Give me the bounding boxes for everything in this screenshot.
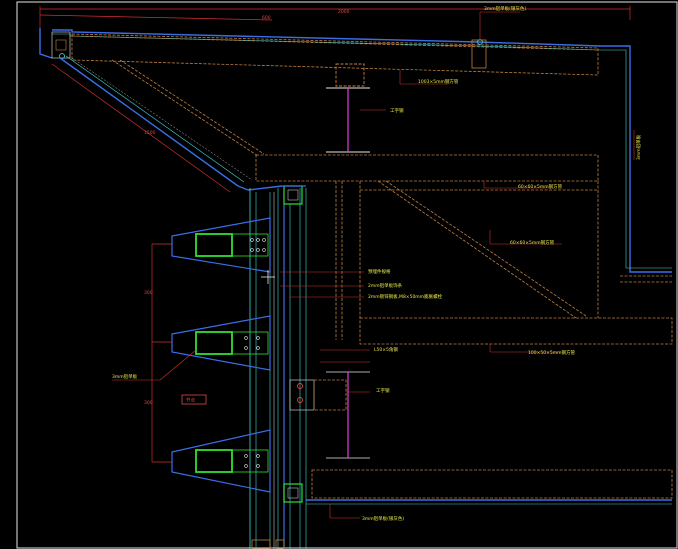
upper-ibeam [326, 63, 370, 153]
right-vertical-note: 3mm铝单板 [635, 134, 642, 160]
sloped-strut [111, 59, 265, 157]
truss-top-note: 60×60×5mm钢方管 [518, 183, 563, 190]
mid-note-2: 工字钢 [376, 387, 390, 394]
ibeam-note: 工字钢 [390, 107, 404, 114]
bottom-clip [283, 483, 303, 503]
cursor-crosshair-icon [261, 270, 275, 284]
mid-connector [289, 371, 370, 459]
dim-slope: 1500 [144, 130, 156, 136]
embed-note-3: 2mm镀锌钢板,M8×50mm膨胀螺栓 [368, 293, 443, 300]
left-note: 3mm铝单板 [112, 373, 138, 380]
red-tag: 节点 [186, 398, 195, 404]
bracket-1 [171, 217, 271, 273]
dim-top-2: 2000 [338, 9, 350, 15]
bracket-2 [171, 315, 271, 371]
truss-diag-note: 60×60×5mm钢方管 [510, 239, 555, 246]
embed-note-1: 预埋件规格 [368, 268, 391, 275]
dim-left-2: 300 [144, 400, 153, 406]
beam-note: 1003×5mm钢方管 [418, 78, 459, 85]
dim-top-1: 600 [262, 15, 271, 21]
sloped-soffit [59, 55, 283, 191]
dim-left-1: 300 [144, 290, 153, 296]
top-dimensions [39, 6, 631, 28]
column-head-bracket [282, 185, 306, 205]
truss-web [335, 180, 599, 340]
fascia-corner [51, 31, 71, 59]
bracket-3 [171, 429, 271, 493]
left-dimensions [151, 243, 172, 463]
embed-note-2: 2mm铝单板饰条 [368, 282, 403, 289]
truss-top-chord [255, 154, 599, 182]
top-box-beam [71, 33, 599, 76]
drawing-frame [16, 1, 678, 549]
slope-dimension [51, 63, 231, 193]
lower-beam [359, 275, 673, 345]
top-note: 3mm铝单板(银灰色) [484, 5, 526, 12]
roof-panel [39, 28, 672, 273]
mid-note-1: L50×5角钢 [374, 346, 398, 353]
leader-lines [280, 11, 635, 519]
column-foot [251, 539, 285, 549]
bottom-note: 3mm铝单板(银灰色) [362, 515, 404, 522]
bottom-beam [306, 469, 673, 505]
left-note-leader [112, 349, 197, 381]
red-tag-box [181, 394, 207, 405]
lower-beam-note: 100×50×5mm钢方管 [528, 349, 575, 356]
vertical-mullion [249, 188, 307, 549]
